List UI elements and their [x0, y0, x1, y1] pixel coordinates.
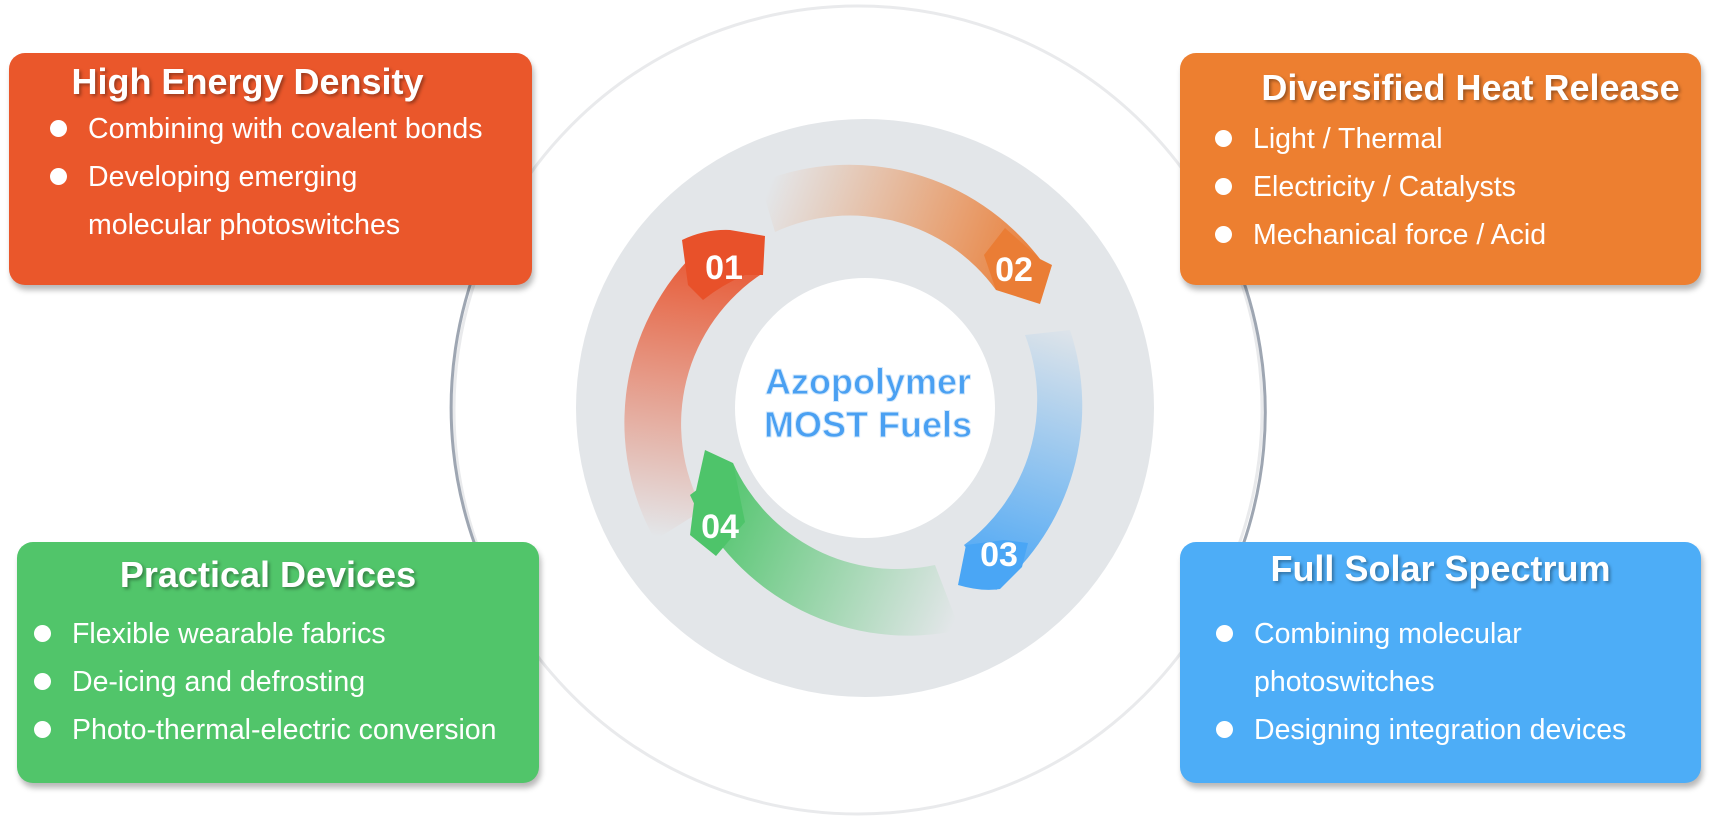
- segment-01-tab: [682, 229, 765, 300]
- list-item: molecular photoswitches: [88, 209, 401, 241]
- diversified-heat-release-card: Diversified Heat Release Light / Thermal…: [1180, 53, 1701, 285]
- diversified-heat-release-title: Diversified Heat Release: [1261, 67, 1680, 108]
- diversified-heat-release-list: Light / Thermal Electricity / Catalysts …: [1180, 109, 1701, 259]
- outer-ring: [452, 4, 1264, 816]
- center-title: Azopolymer MOST Fuels: [763, 361, 972, 446]
- high-energy-density-list: Combining with covalent bonds Developing…: [9, 103, 532, 249]
- segment-03-tab: [958, 540, 1028, 590]
- list-item: Combining with covalent bonds: [50, 105, 532, 153]
- list-item: Photo-thermal-electric conversion: [34, 706, 539, 754]
- list-item: Mechanical force / Acid: [1215, 211, 1701, 259]
- segment-02-tab: [984, 228, 1052, 304]
- segment-01-label: 01: [705, 249, 743, 287]
- segment-03-arc: [964, 330, 1083, 590]
- segment-01-arc: [624, 231, 763, 540]
- segment-02-arc: [760, 164, 1040, 290]
- practical-devices-list: Flexible wearable fabrics De-icing and d…: [17, 596, 539, 754]
- donut-hole: [735, 278, 995, 538]
- practical-devices-title: Practical Devices: [119, 554, 417, 595]
- segment-02-label: 02: [995, 251, 1033, 289]
- high-energy-density-title: High Energy Density: [71, 61, 424, 102]
- list-item: De-icing and defrosting: [34, 658, 539, 706]
- full-solar-spectrum-list: Combining molecular photoswitches Design…: [1180, 590, 1701, 754]
- segment-04-arc: [690, 463, 960, 636]
- list-item: Flexible wearable fabrics: [34, 610, 539, 658]
- segment-03-label: 03: [980, 536, 1018, 574]
- full-solar-spectrum-card: Full Solar Spectrum Combining molecular …: [1180, 542, 1701, 783]
- practical-devices-card: Practical Devices Flexible wearable fabr…: [17, 542, 539, 783]
- center-title-line1: Azopolymer: [765, 361, 971, 402]
- full-solar-spectrum-title: Full Solar Spectrum: [1270, 548, 1611, 589]
- high-energy-density-card: High Energy Density Combining with coval…: [9, 53, 532, 285]
- list-item: Developing emerging: [50, 153, 532, 201]
- center-title-line2: MOST Fuels: [764, 404, 972, 445]
- list-item: Light / Thermal: [1215, 115, 1701, 163]
- list-item: Designing integration devices: [1216, 706, 1701, 754]
- segment-04-tab: [690, 450, 745, 556]
- list-item: Combining molecular: [1216, 610, 1701, 658]
- list-item: Electricity / Catalysts: [1215, 163, 1701, 211]
- segment-04-label: 04: [701, 508, 739, 546]
- list-item: photoswitches: [1254, 666, 1435, 698]
